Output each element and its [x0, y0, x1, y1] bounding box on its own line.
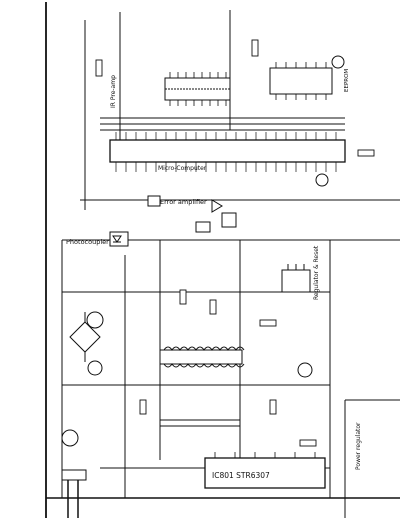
ir-preamp-label: IR Pre-amp — [110, 75, 117, 108]
regulator-reset-ic — [281, 264, 311, 293]
mains-plug — [61, 469, 87, 518]
micro-computer-label: Micro-Computer — [158, 165, 207, 172]
power-regulator-frame — [344, 399, 400, 518]
ir-preamp-ic — [164, 72, 231, 106]
error-amplifier-block — [147, 195, 237, 233]
photocoupler-label: Photocoupler — [66, 238, 109, 246]
error-amplifier-label: Error amplifier — [160, 198, 207, 206]
photocoupler-symbol — [109, 231, 129, 247]
regulator-reset-label: Regulator & Reset — [313, 245, 320, 300]
ic801-label: IC801 STR6307 — [212, 471, 270, 480]
power-regulator-label: Power regulator — [355, 422, 362, 470]
resistors — [95, 39, 375, 447]
ic801-block — [204, 452, 326, 489]
eeprom-ic — [269, 62, 333, 100]
fuse-circles — [61, 55, 345, 447]
eeprom-label: EEPROM — [344, 69, 350, 92]
micro-computer-ic — [109, 132, 346, 172]
transformer-block — [159, 346, 245, 427]
bridge-rectifier — [69, 312, 101, 362]
